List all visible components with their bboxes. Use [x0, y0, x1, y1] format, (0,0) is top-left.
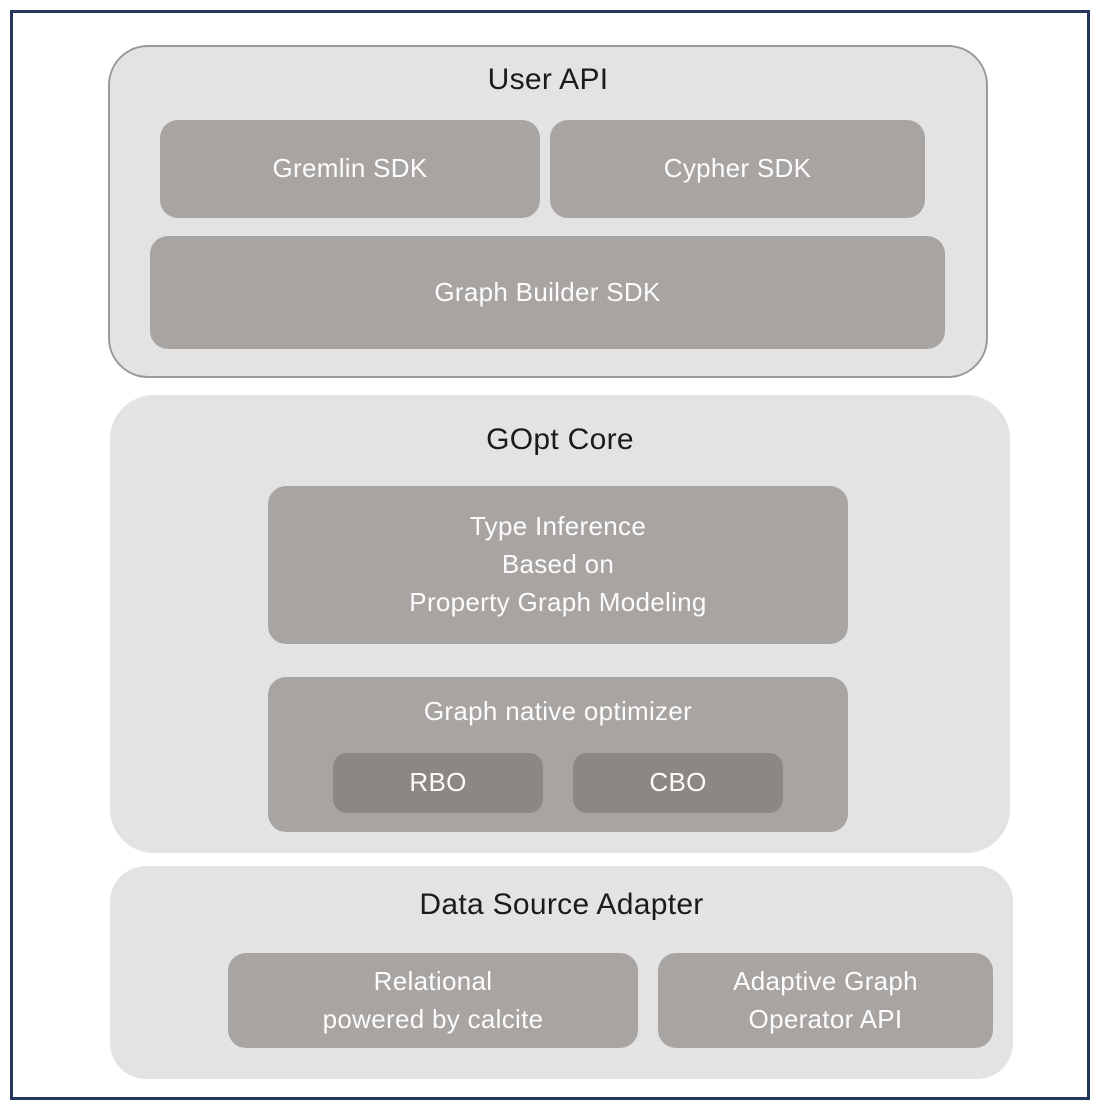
box-adaptive-graph-operator-api: Adaptive Graph Operator API: [658, 953, 993, 1048]
box-type-inference: Type Inference Based on Property Graph M…: [268, 486, 848, 644]
section-data-source-adapter: Data Source Adapter Relational powered b…: [110, 866, 1013, 1079]
box-rbo: RBO: [333, 752, 543, 813]
section-gopt-core: GOpt Core Type Inference Based on Proper…: [110, 395, 1010, 853]
section-title-user-api: User API: [487, 63, 609, 96]
box-graph-native-optimizer: Graph native optimizer RBO CBO: [268, 677, 848, 832]
box-cbo: CBO: [573, 752, 783, 813]
graph-native-optimizer-label: Graph native optimizer: [423, 696, 693, 726]
section-user-api: User API Gremlin SDK Cypher SDK Graph Bu…: [108, 45, 988, 378]
section-title-data-source-adapter: Data Source Adapter: [419, 888, 704, 921]
box-gremlin-sdk: Gremlin SDK: [160, 120, 540, 218]
optimizer-row: RBO CBO: [333, 752, 783, 813]
box-graph-builder-sdk: Graph Builder SDK: [150, 236, 945, 349]
diagram-frame: User API Gremlin SDK Cypher SDK Graph Bu…: [10, 10, 1090, 1100]
box-cypher-sdk: Cypher SDK: [550, 120, 925, 218]
box-relational-calcite: Relational powered by calcite: [228, 953, 638, 1048]
section-title-gopt-core: GOpt Core: [486, 423, 634, 456]
